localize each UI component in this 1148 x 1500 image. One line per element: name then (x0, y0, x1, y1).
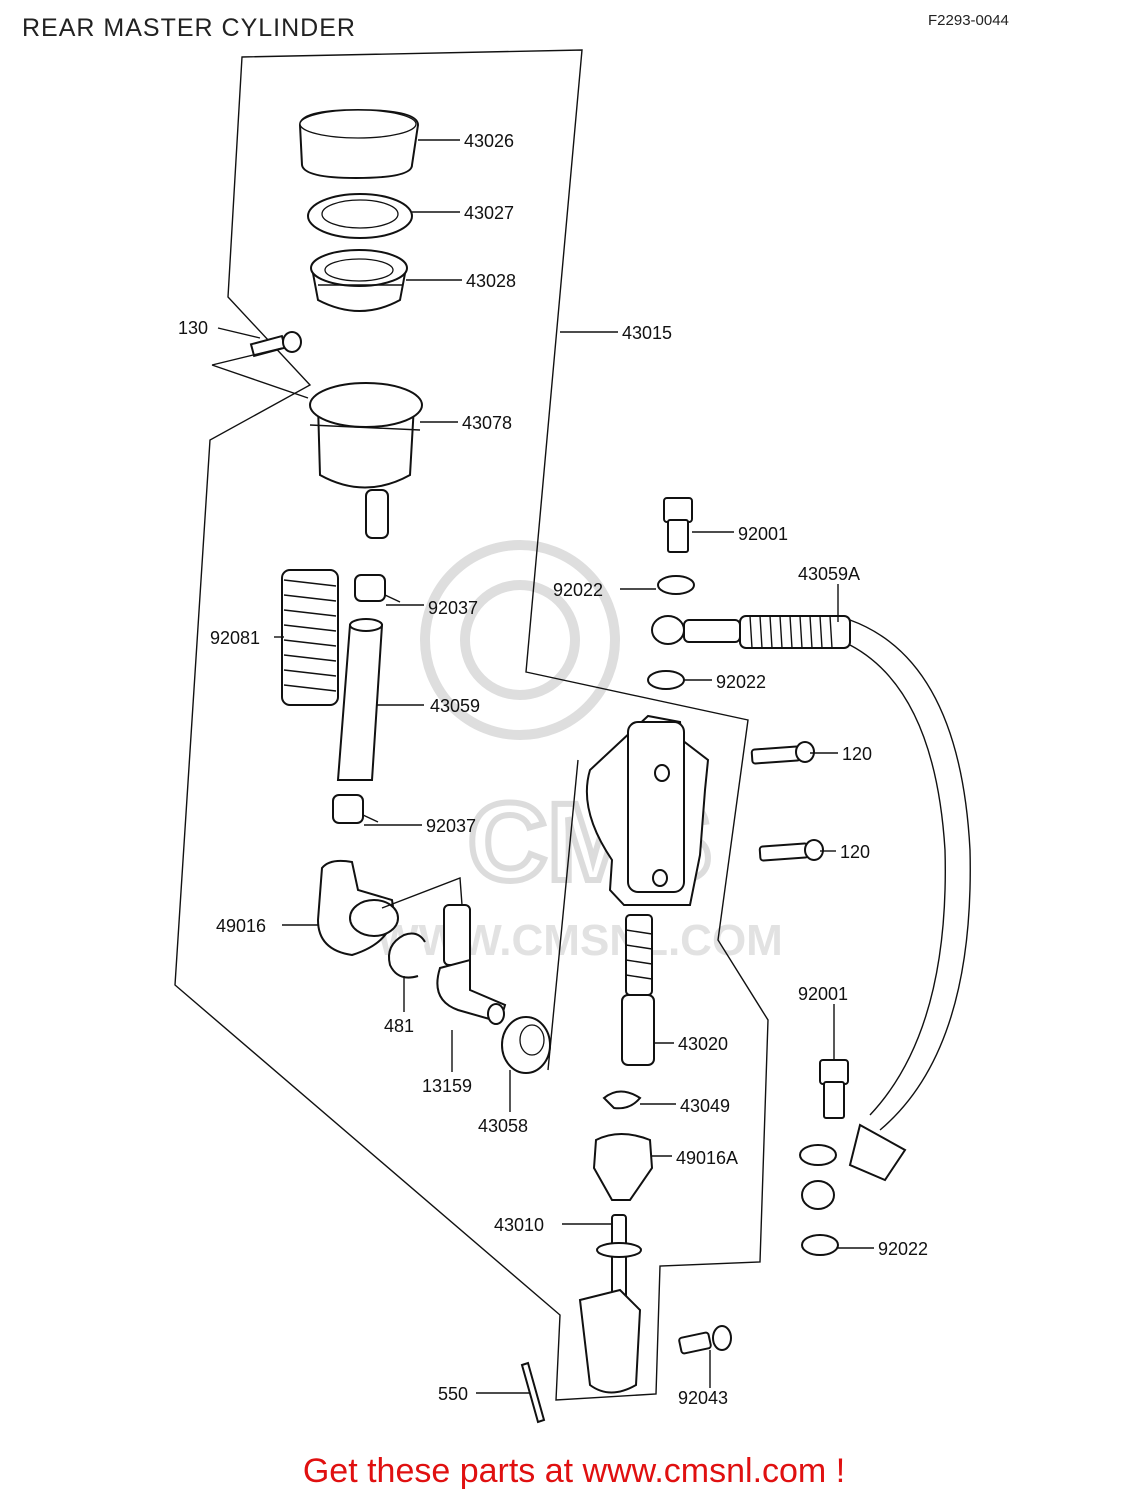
watermark-url: WWW.CMSNL.COM (377, 916, 783, 965)
part-label: 120 (842, 744, 872, 764)
dust-boot (592, 1133, 654, 1201)
gasket-2 (647, 670, 685, 690)
hose-clamp-upper (354, 574, 401, 603)
o-ring (501, 1016, 551, 1074)
part-label: 92022 (716, 672, 766, 692)
part-label: 92037 (428, 598, 478, 618)
part-label: 43058 (478, 1116, 528, 1136)
gasket-3 (799, 1144, 837, 1166)
screw (249, 331, 302, 358)
part-label: 43026 (464, 131, 514, 151)
circlip (388, 932, 426, 979)
piston-assembly (621, 914, 655, 1066)
reservoir (309, 382, 423, 539)
mounting-bolt-lower (758, 839, 824, 862)
part-label: 43059A (798, 564, 860, 584)
gasket-4 (801, 1234, 839, 1256)
hose-clamp-lower (332, 794, 379, 824)
part-label: 92081 (210, 628, 260, 648)
part-label: 92001 (798, 984, 848, 1004)
part-label: 92022 (553, 580, 603, 600)
mounting-bolt-upper (750, 741, 815, 765)
part-label: 92022 (878, 1239, 928, 1259)
part-label: 43059 (430, 696, 480, 716)
part-label: 43027 (464, 203, 514, 223)
leader-lines (211, 139, 874, 1394)
part-label: 43010 (494, 1215, 544, 1235)
brake-hose (651, 615, 971, 1210)
part-label: 43015 (622, 323, 672, 343)
diaphragm (310, 249, 408, 312)
stopper-clip (602, 1090, 642, 1110)
gasket-1 (657, 575, 695, 595)
figure-code: F2293-0044 (928, 12, 1009, 29)
master-cylinder-body (547, 714, 710, 1071)
part-label: 130 (178, 318, 208, 338)
part-label: 13159 (422, 1076, 472, 1096)
part-label: 43028 (466, 271, 516, 291)
clevis-bolt (678, 1325, 732, 1355)
part-labels: 43026 43027 43028 130 43015 43078 92001 … (178, 131, 928, 1408)
hose-fitting (436, 904, 507, 1025)
part-label: 92043 (678, 1388, 728, 1408)
part-label: 481 (384, 1016, 414, 1036)
part-label: 43020 (678, 1034, 728, 1054)
exploded-parts-diagram: CMS WWW.CMSNL.COM (174, 49, 971, 1424)
part-label: 120 (840, 842, 870, 862)
boot (316, 859, 399, 957)
part-label: 43049 (680, 1096, 730, 1116)
reservoir-hose (336, 618, 384, 781)
part-label: 49016 (216, 916, 266, 936)
part-label: 49016A (676, 1148, 738, 1168)
part-label: 550 (438, 1384, 468, 1404)
footer-link[interactable]: Get these parts at www.cmsnl.com ! (302, 1452, 846, 1490)
part-label: 92037 (426, 816, 476, 836)
page-title: REAR MASTER CYLINDER (22, 14, 356, 42)
diaphragm-plate (307, 193, 413, 239)
spring (281, 569, 339, 706)
cotter-pin (520, 1361, 546, 1424)
reservoir-cap (298, 108, 420, 180)
banjo-bolt-upper (663, 497, 693, 553)
banjo-bolt-lower (819, 1059, 849, 1119)
part-label: 43078 (462, 413, 512, 433)
clevis (578, 1288, 642, 1394)
assembly-outline (174, 49, 769, 1401)
part-label: 92001 (738, 524, 788, 544)
